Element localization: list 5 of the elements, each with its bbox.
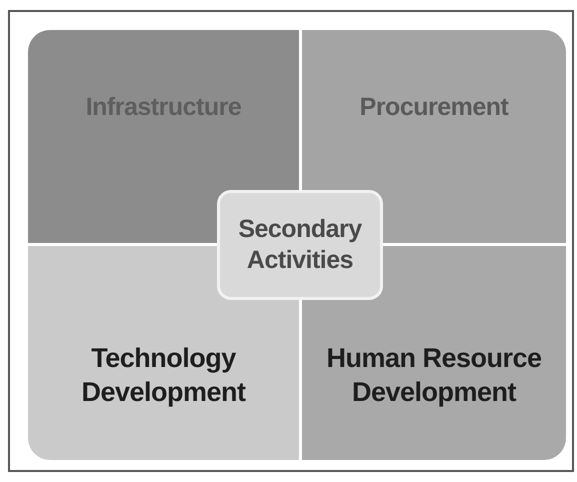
quadrant-label: Human Resource Development xyxy=(325,342,543,409)
center-box xyxy=(217,190,383,300)
quadrant-label: Secondary Activities xyxy=(237,214,363,276)
quadrant-label: Technology Development xyxy=(80,342,247,409)
quadrant-label: Procurement xyxy=(360,92,508,123)
